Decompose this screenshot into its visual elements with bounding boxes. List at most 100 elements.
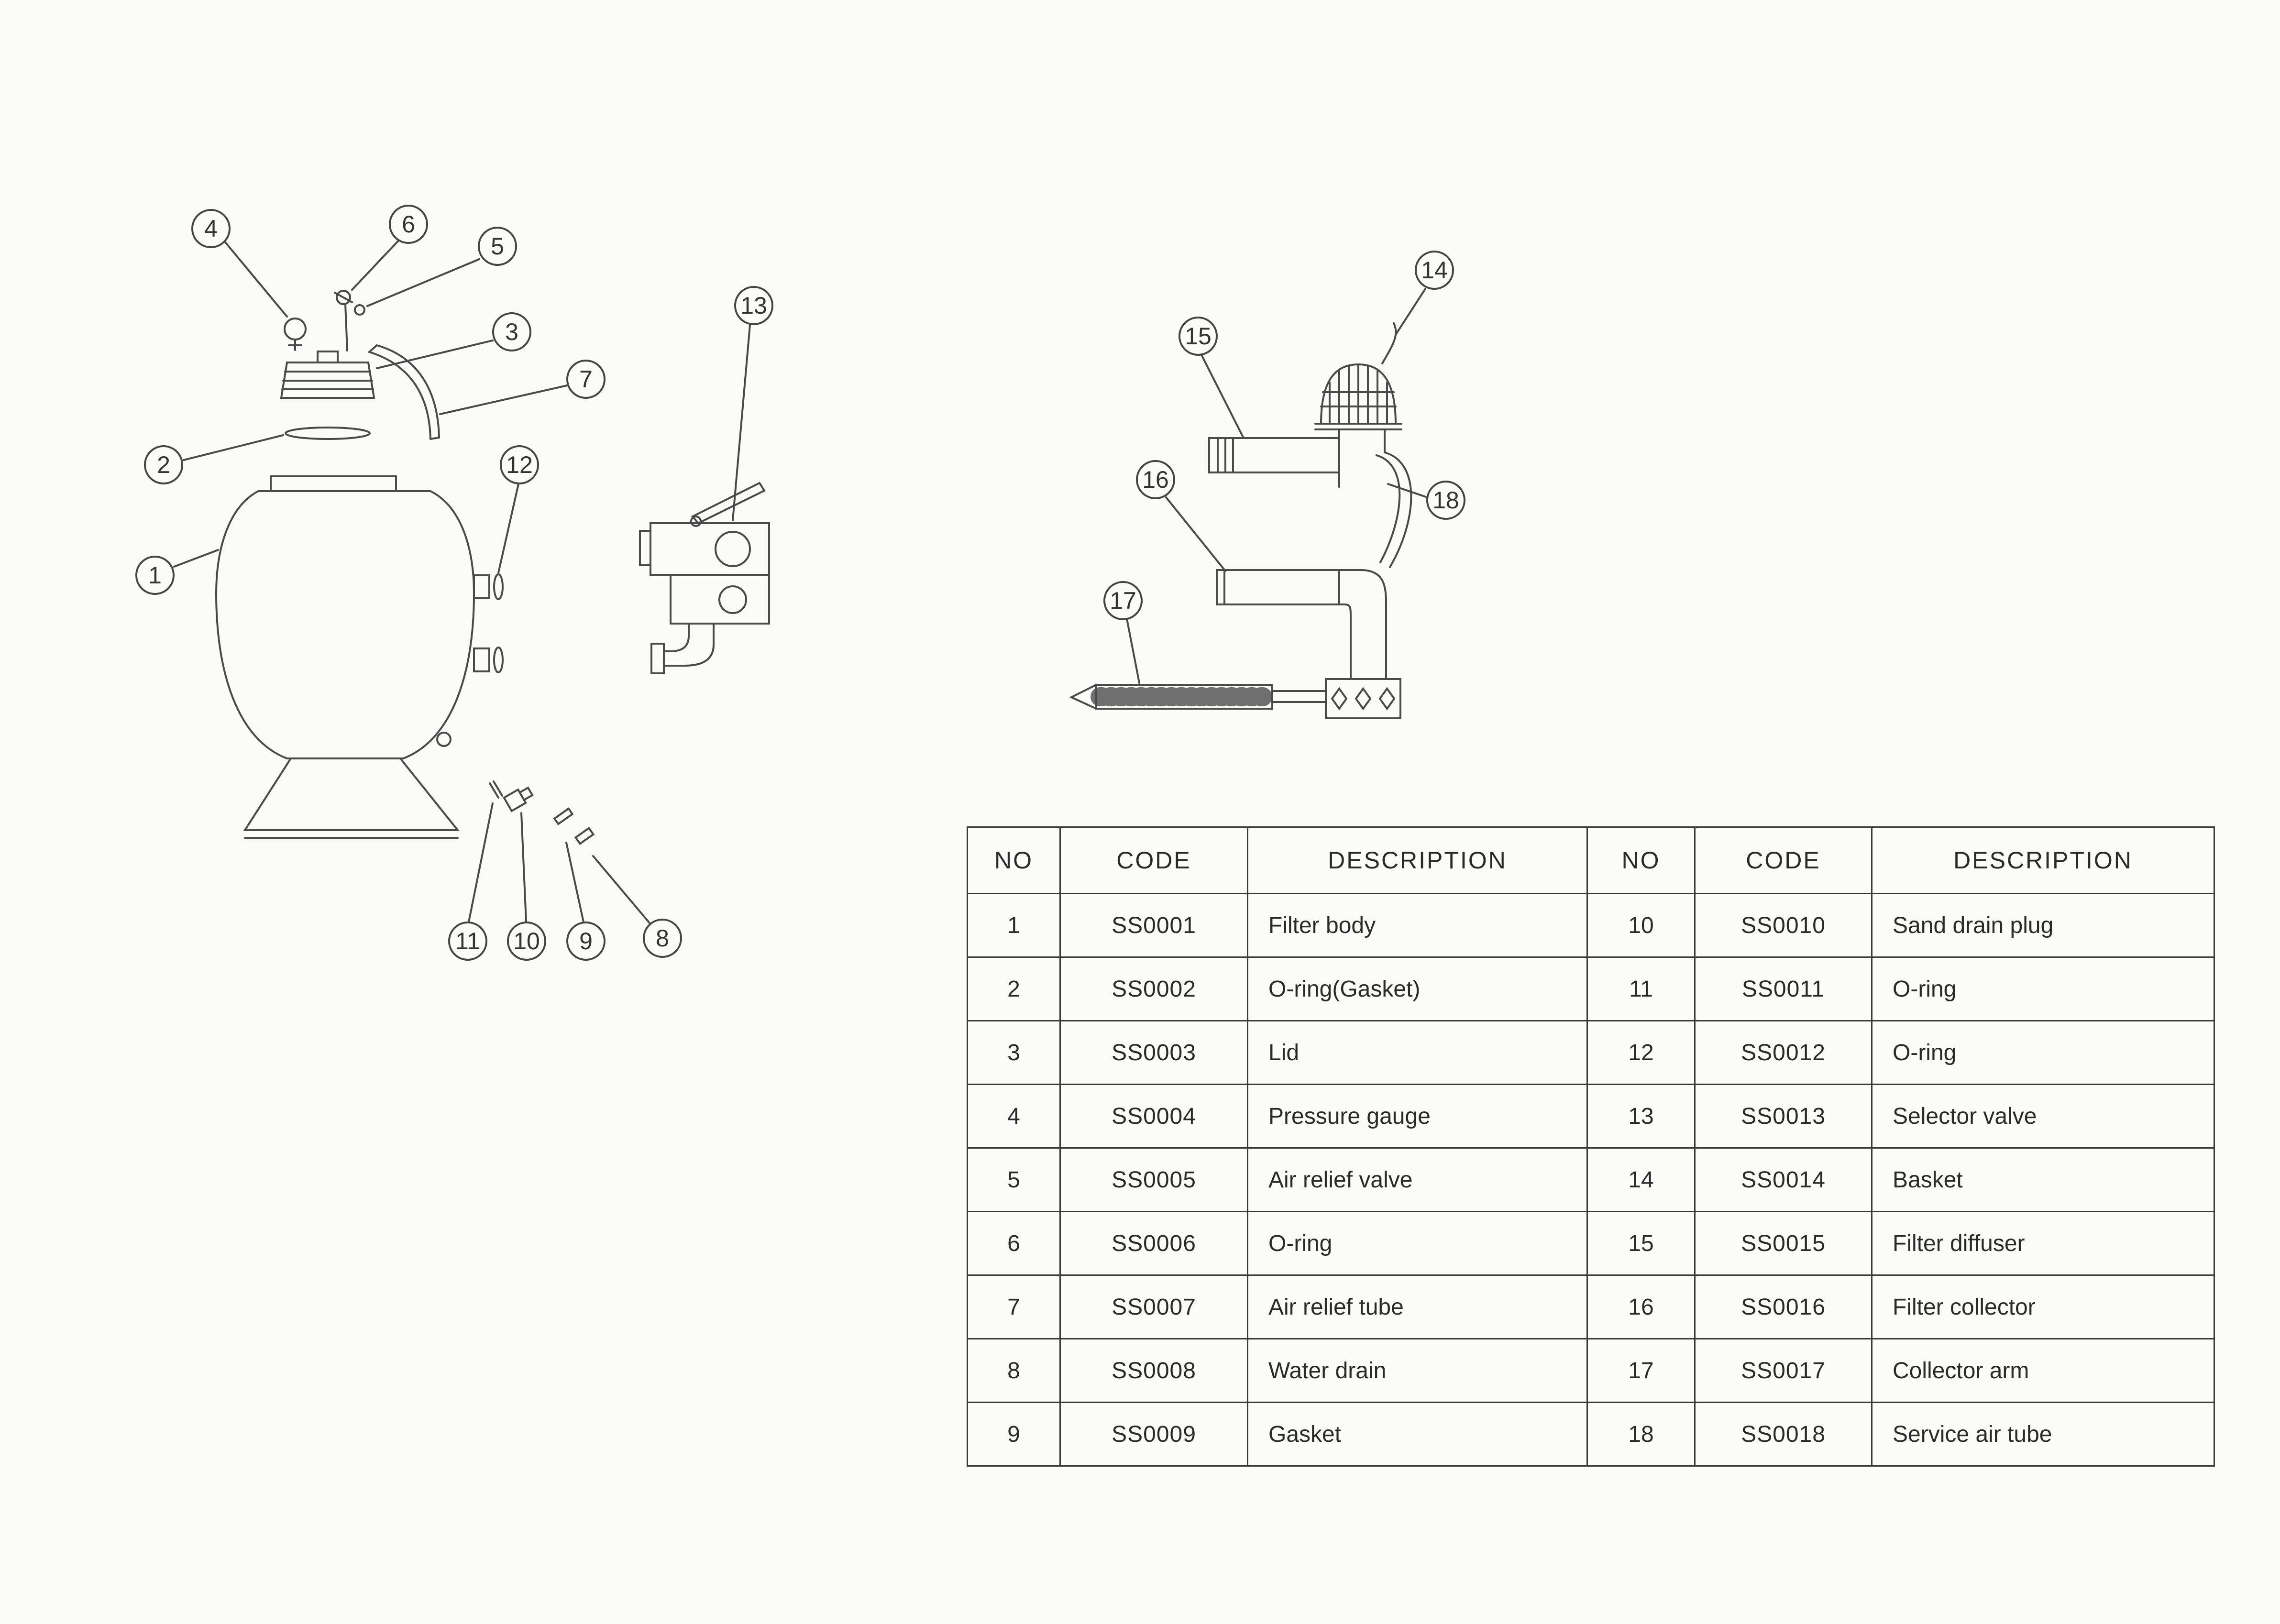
table-row: 6 SS0006 O-ring 15 SS0015 Filter diffuse… bbox=[967, 1211, 2215, 1276]
table-row: 8 SS0008 Water drain 17 SS0017 Collector… bbox=[967, 1338, 2215, 1403]
cell-no: 12 bbox=[1586, 1020, 1696, 1085]
cell-no: 18 bbox=[1586, 1402, 1696, 1467]
cell-desc: Air relief valve bbox=[1247, 1147, 1588, 1212]
filter-diffuser bbox=[1208, 428, 1386, 488]
cell-code: SS0004 bbox=[1059, 1084, 1248, 1149]
cell-desc: Sand drain plug bbox=[1871, 893, 2215, 958]
callout-3: 3 bbox=[492, 312, 531, 351]
air-relief-tube bbox=[368, 344, 440, 440]
cell-no: 16 bbox=[1586, 1274, 1696, 1339]
cell-code: SS0001 bbox=[1059, 893, 1248, 958]
cell-no: 11 bbox=[1586, 956, 1696, 1021]
cell-desc: Collector arm bbox=[1871, 1338, 2215, 1403]
cell-code: SS0011 bbox=[1694, 956, 1872, 1021]
cell-no: 6 bbox=[967, 1211, 1061, 1276]
cell-code: SS0010 bbox=[1694, 893, 1872, 958]
cell-no: 9 bbox=[967, 1402, 1061, 1467]
header-no-2: NO bbox=[1586, 826, 1696, 894]
filter-body bbox=[215, 475, 490, 839]
callout-5: 5 bbox=[478, 227, 517, 266]
callout-8: 8 bbox=[643, 919, 682, 958]
filter-collector bbox=[1216, 569, 1387, 680]
cell-code: SS0009 bbox=[1059, 1402, 1248, 1467]
callout-1: 1 bbox=[135, 556, 175, 595]
header-no-1: NO bbox=[967, 826, 1061, 894]
callout-16: 16 bbox=[1136, 460, 1175, 499]
cell-desc: Service air tube bbox=[1871, 1402, 2215, 1467]
cell-no: 3 bbox=[967, 1020, 1061, 1085]
cell-desc: Filter collector bbox=[1871, 1274, 2215, 1339]
callout-2: 2 bbox=[144, 445, 183, 484]
cell-code: SS0015 bbox=[1694, 1211, 1872, 1276]
cell-desc: Water drain bbox=[1247, 1338, 1588, 1403]
cell-code: SS0016 bbox=[1694, 1274, 1872, 1339]
cell-code: SS0002 bbox=[1059, 956, 1248, 1021]
cell-no: 10 bbox=[1586, 893, 1696, 958]
air-relief-valve bbox=[334, 290, 365, 351]
header-code-2: CODE bbox=[1694, 826, 1872, 894]
cell-desc: O-ring(Gasket) bbox=[1247, 956, 1588, 1021]
cell-no: 7 bbox=[967, 1274, 1061, 1339]
cell-code: SS0018 bbox=[1694, 1402, 1872, 1467]
callout-6: 6 bbox=[389, 205, 428, 244]
leader-lines-right bbox=[1126, 288, 1428, 684]
cell-no: 13 bbox=[1586, 1084, 1696, 1149]
callout-11: 11 bbox=[448, 922, 487, 961]
table-row: 7 SS0007 Air relief tube 16 SS0016 Filte… bbox=[967, 1274, 2215, 1339]
table-row: 1 SS0001 Filter body 10 SS0010 Sand drai… bbox=[967, 893, 2215, 958]
callout-12: 12 bbox=[500, 445, 539, 484]
callout-10: 10 bbox=[507, 922, 546, 961]
cell-code: SS0008 bbox=[1059, 1338, 1248, 1403]
lid bbox=[280, 351, 375, 399]
cell-desc: O-ring bbox=[1247, 1211, 1588, 1276]
cell-code: SS0017 bbox=[1694, 1338, 1872, 1403]
callout-13: 13 bbox=[734, 286, 773, 325]
table-header-row: NO CODE DESCRIPTION NO CODE DESCRIPTION bbox=[967, 826, 2215, 894]
cell-code: SS0006 bbox=[1059, 1211, 1248, 1276]
service-air-tube bbox=[1376, 451, 1412, 568]
oring-gasket bbox=[285, 427, 371, 440]
cell-desc: O-ring bbox=[1871, 956, 2215, 1021]
header-desc-2: DESCRIPTION bbox=[1871, 826, 2215, 894]
cell-desc: Pressure gauge bbox=[1247, 1084, 1588, 1149]
table-row: 4 SS0004 Pressure gauge 13 SS0013 Select… bbox=[967, 1084, 2215, 1149]
cell-code: SS0014 bbox=[1694, 1147, 1872, 1212]
cell-no: 8 bbox=[967, 1338, 1061, 1403]
cell-desc: Basket bbox=[1871, 1147, 2215, 1212]
cell-code: SS0005 bbox=[1059, 1147, 1248, 1212]
cell-code: SS0007 bbox=[1059, 1274, 1248, 1339]
side-orings bbox=[493, 573, 504, 673]
drain-parts bbox=[489, 780, 595, 845]
table-row: 3 SS0003 Lid 12 SS0012 O-ring bbox=[967, 1020, 2215, 1085]
cell-no: 17 bbox=[1586, 1338, 1696, 1403]
table-row: 9 SS0009 Gasket 18 SS0018 Service air tu… bbox=[967, 1402, 2215, 1467]
cell-desc: Lid bbox=[1247, 1020, 1588, 1085]
cell-code: SS0013 bbox=[1694, 1084, 1872, 1149]
parts-table: NO CODE DESCRIPTION NO CODE DESCRIPTION … bbox=[967, 826, 2215, 1467]
cell-no: 14 bbox=[1586, 1147, 1696, 1212]
cell-no: 15 bbox=[1586, 1211, 1696, 1276]
callout-14: 14 bbox=[1415, 251, 1454, 290]
cell-no: 1 bbox=[967, 893, 1061, 958]
callout-9: 9 bbox=[566, 922, 606, 961]
selector-valve bbox=[639, 482, 770, 674]
cell-code: SS0012 bbox=[1694, 1020, 1872, 1085]
callout-15: 15 bbox=[1179, 317, 1218, 356]
callout-4: 4 bbox=[191, 209, 231, 248]
header-code-1: CODE bbox=[1059, 826, 1248, 894]
collector-base bbox=[1325, 678, 1401, 719]
callout-18: 18 bbox=[1426, 481, 1465, 520]
cell-desc: Selector valve bbox=[1871, 1084, 2215, 1149]
cell-no: 4 bbox=[967, 1084, 1061, 1149]
callout-7: 7 bbox=[566, 360, 606, 399]
cell-desc: Filter diffuser bbox=[1871, 1211, 2215, 1276]
cell-no: 2 bbox=[967, 956, 1061, 1021]
leader-lines-left bbox=[173, 237, 751, 924]
cell-desc: Air relief tube bbox=[1247, 1274, 1588, 1339]
pressure-gauge bbox=[284, 318, 307, 351]
collector-arm bbox=[1069, 684, 1327, 710]
cell-desc: O-ring bbox=[1871, 1020, 2215, 1085]
exploded-filter-diagram bbox=[173, 237, 770, 924]
